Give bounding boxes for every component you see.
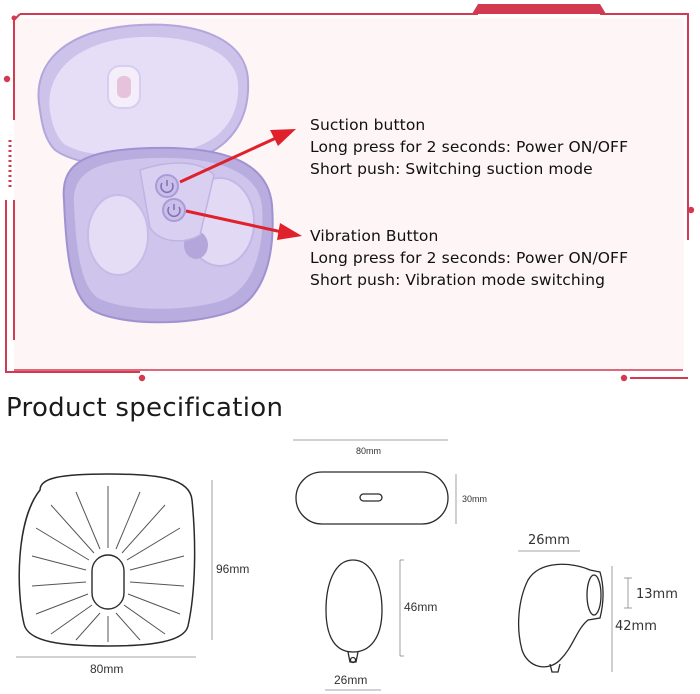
arrow-icon — [179, 129, 302, 240]
egg-height-label: 46mm — [404, 600, 438, 614]
suction-head-drawing — [518, 550, 632, 673]
case-side-view-drawing — [293, 439, 457, 525]
suction-callout-line1: Long press for 2 seconds: Power ON/OFF — [310, 138, 629, 156]
sucker-opening-label: 13mm — [636, 587, 678, 602]
vibration-callout-title: Vibration Button — [310, 227, 439, 245]
vibration-callout-line2: Short push: Vibration mode switching — [310, 271, 606, 289]
charging-case-photo — [37, 23, 274, 324]
vibration-callout: Vibration Button Long press for 2 second… — [310, 225, 628, 291]
sucker-height-label: 42mm — [615, 619, 657, 634]
case-top-width-label: 80mm — [90, 662, 124, 676]
egg-width-label: 26mm — [334, 673, 368, 687]
egg-vibrator-drawing — [325, 559, 404, 691]
usb-c-port-icon — [359, 493, 383, 502]
case-side-height-label: 30mm — [462, 494, 488, 504]
suction-callout: Suction button Long press for 2 seconds:… — [310, 114, 628, 180]
case-top-height-label: 96mm — [216, 562, 250, 576]
suction-callout-title: Suction button — [310, 116, 426, 134]
section-heading: Product specification — [6, 393, 284, 423]
case-side-width-label: 80mm — [356, 446, 382, 456]
frame-tab — [472, 4, 606, 14]
sucker-width-label: 26mm — [528, 533, 570, 548]
vibration-callout-line1: Long press for 2 seconds: Power ON/OFF — [310, 249, 629, 267]
suction-callout-line2: Short push: Switching suction mode — [310, 160, 593, 178]
case-top-view-drawing — [16, 473, 213, 658]
